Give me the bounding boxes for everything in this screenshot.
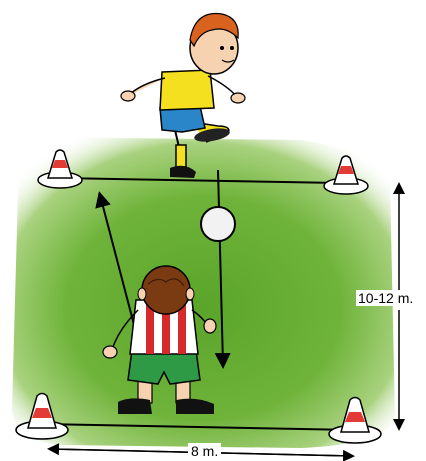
- length-label: 10-12 m.: [356, 290, 415, 306]
- width-label: 8 m.: [188, 443, 221, 459]
- ball: [201, 207, 235, 241]
